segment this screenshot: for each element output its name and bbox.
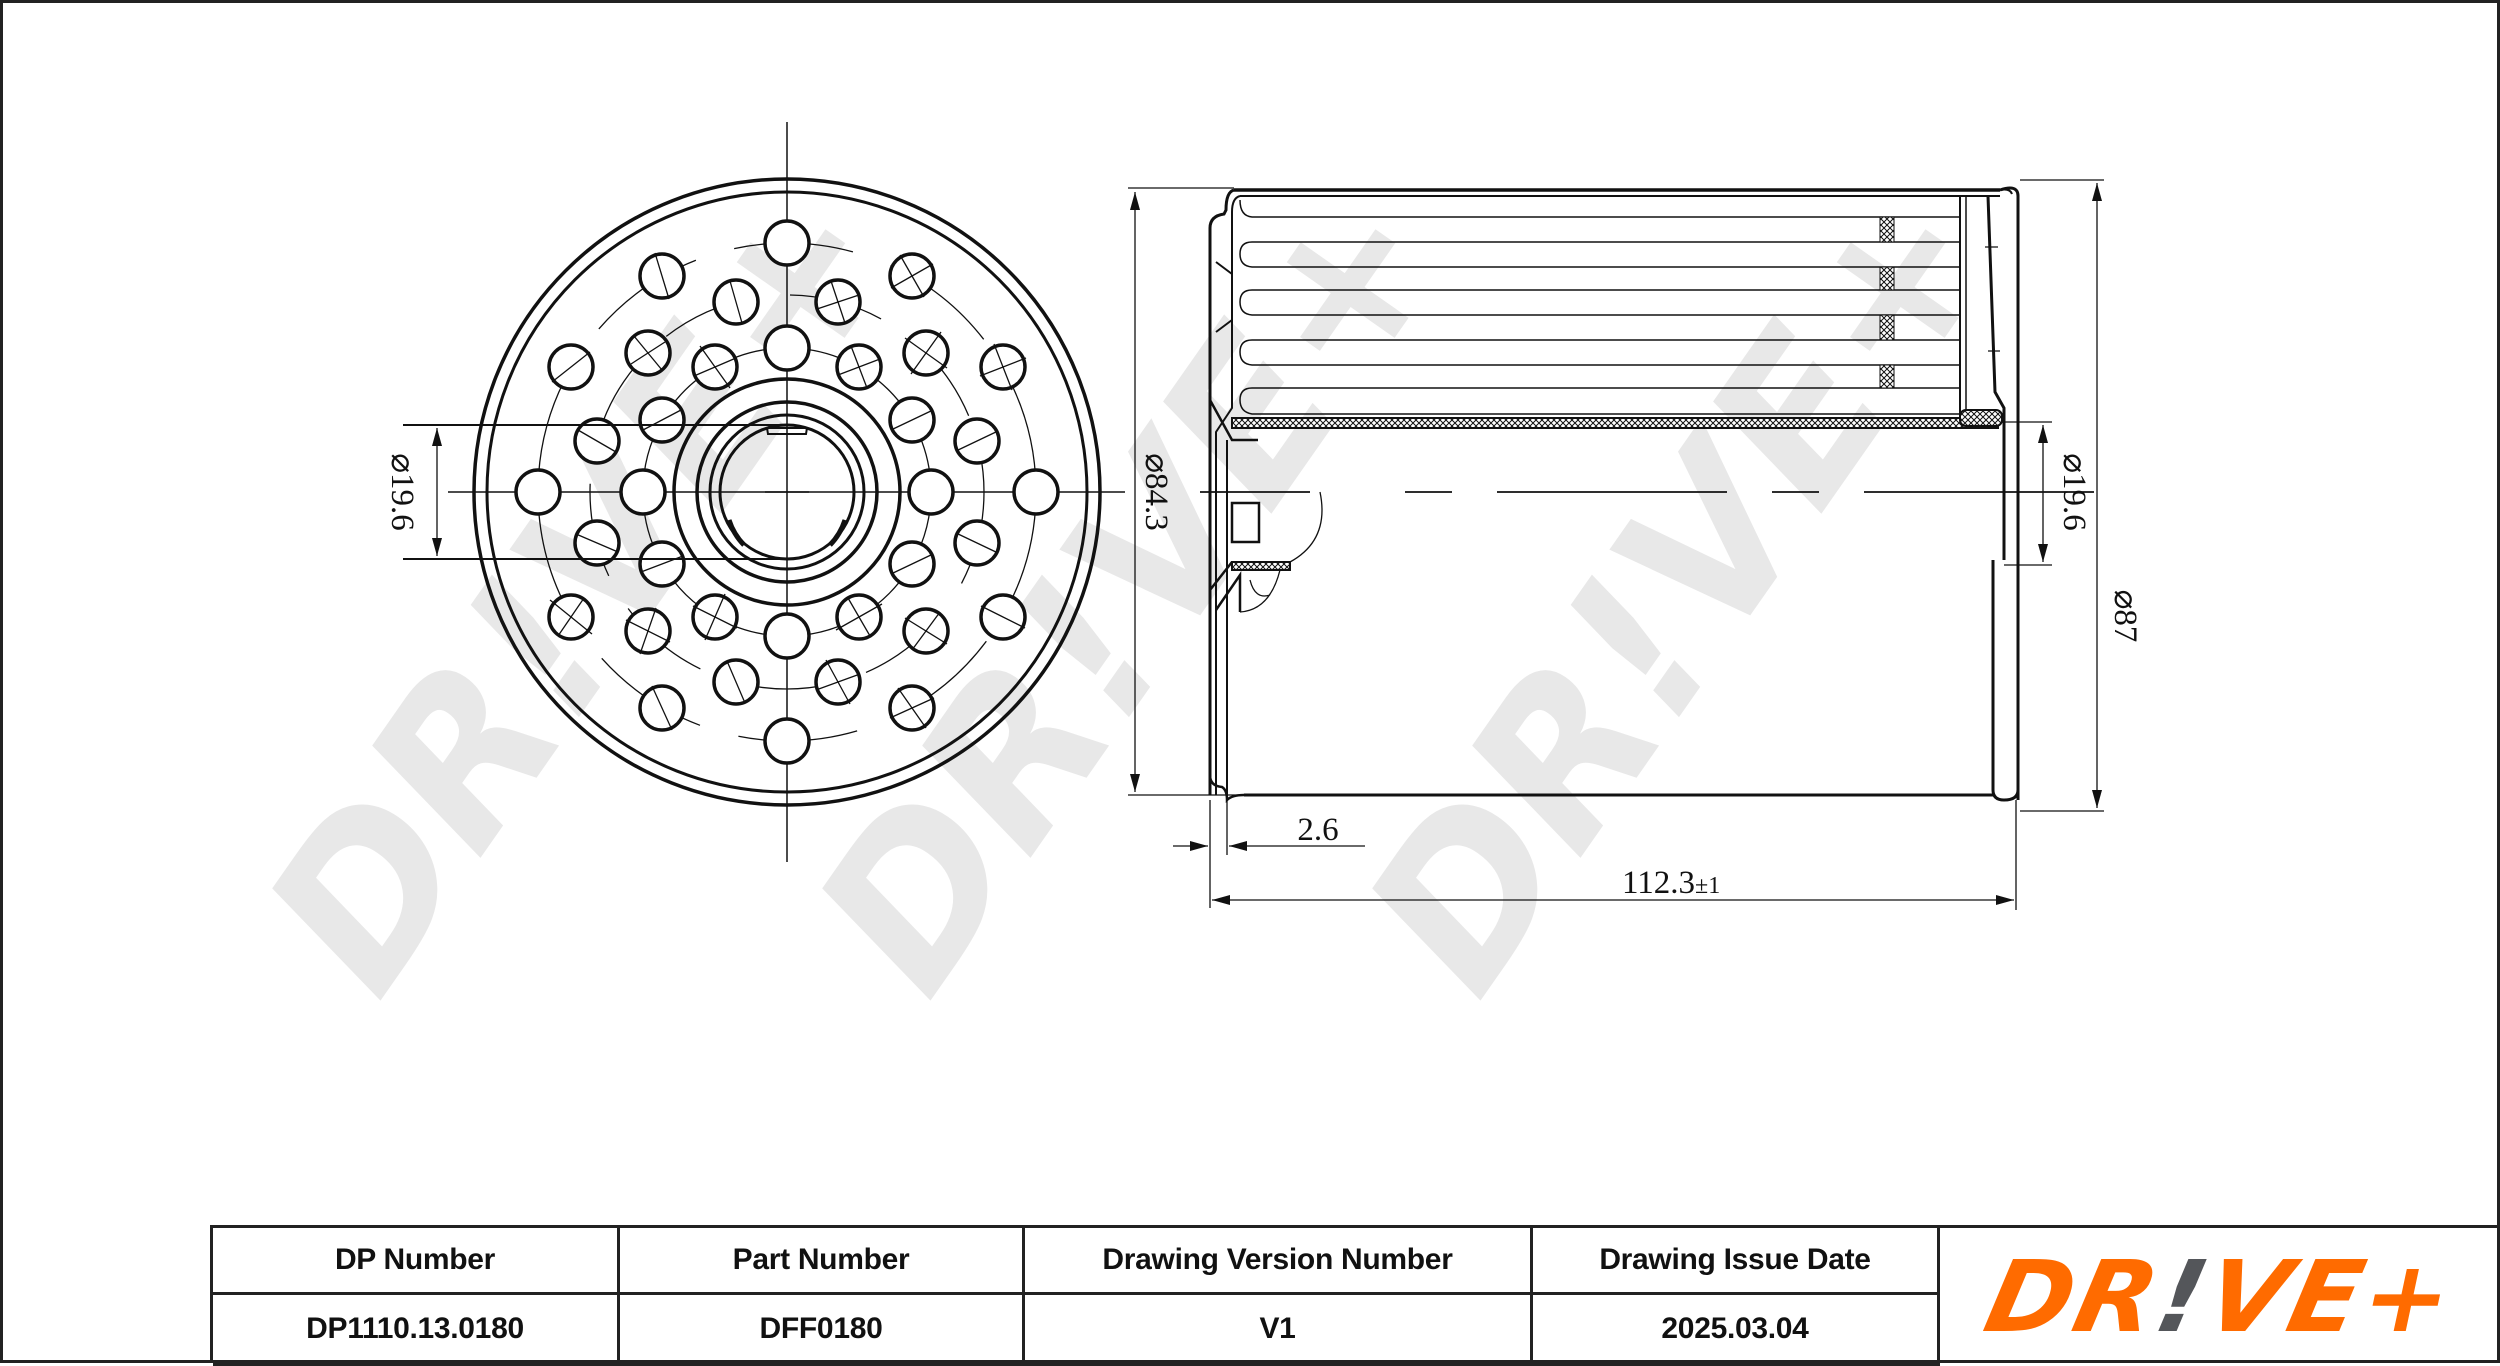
dim-outer-diameter: ⌀87 — [2107, 590, 2143, 643]
brand-logo: DR!VE+ — [1975, 1239, 2464, 1355]
dim-front-bore: ⌀19.6 — [384, 453, 420, 531]
header-dp-number: DP Number — [213, 1228, 620, 1295]
dim-overall-length-tolerance: ±1 — [1695, 873, 1720, 899]
dim-wall-offset: 2.6 — [1297, 812, 1338, 848]
title-block: DP Number Part Number Drawing Version Nu… — [210, 1225, 2500, 1366]
header-drawing-version: Drawing Version Number — [1025, 1228, 1533, 1295]
value-part-number: DFF0180 — [620, 1295, 1025, 1366]
header-part-number: Part Number — [620, 1228, 1025, 1295]
side-view — [1200, 186, 2094, 804]
dim-overall-length-value: 112.3 — [1622, 865, 1695, 901]
value-drawing-version: V1 — [1025, 1295, 1533, 1366]
header-issue-date: Drawing Issue Date — [1533, 1228, 1940, 1295]
logo-text-dr: DR — [1975, 1239, 2171, 1355]
logo-text-ve-plus: VE+ — [2195, 1239, 2465, 1355]
dim-overall-length: 112.3±1 — [1622, 865, 1720, 901]
value-dp-number: DP1110.13.0180 — [213, 1295, 620, 1366]
dim-side-bore: ⌀19.6 — [2056, 453, 2092, 531]
side-dimensions — [1128, 179, 2104, 910]
value-issue-date: 2025.03.04 — [1533, 1295, 1940, 1366]
front-view — [403, 122, 1125, 862]
logo-cell: DR!VE+ — [1940, 1228, 2500, 1366]
dim-inner-diameter: ⌀84.3 — [1138, 453, 1174, 531]
